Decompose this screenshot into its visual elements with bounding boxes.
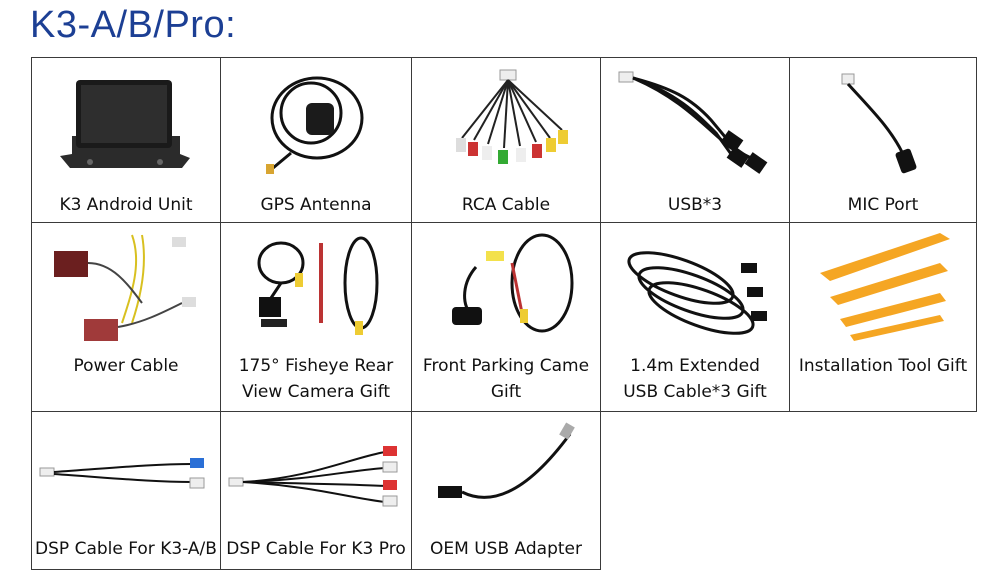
installation-tool-image <box>820 233 950 341</box>
caption-rear-camera: 175° Fisheye Rear View Camera Gift <box>238 356 394 402</box>
caption-k3-android-unit: K3 Android Unit <box>59 195 193 215</box>
usb-cable-image <box>618 71 768 174</box>
caption-oem-usb-adapter: OEM USB Adapter <box>430 539 582 559</box>
caption-power-cable: Power Cable <box>73 356 179 376</box>
caption-dsp-cable-k3pro: DSP Cable For K3 Pro <box>226 539 406 559</box>
page-title: K3-A/B/Pro: <box>30 4 237 46</box>
item-cell-usb-3: USB*3 <box>600 57 790 223</box>
caption-gps-antenna: GPS Antenna <box>260 195 372 215</box>
caption-dsp-cable-k3ab: DSP Cable For K3-A/B <box>35 539 217 559</box>
item-cell-power-cable: Power Cable <box>31 222 221 412</box>
caption-front-camera: Front Parking Came Gift <box>422 356 590 402</box>
oem-usb-adapter-image <box>438 422 575 499</box>
dsp-cable-k3ab-image <box>39 458 205 489</box>
item-cell-mic-port: MIC Port <box>789 57 977 223</box>
item-cell-extended-usb: 1.4m Extended USB Cable*3 Gift <box>600 222 790 412</box>
item-cell-front-camera: Front Parking Came Gift <box>411 222 601 412</box>
caption-rca-cable: RCA Cable <box>461 195 551 215</box>
item-cell-k3-android-unit: K3 Android Unit <box>31 57 221 223</box>
caption-mic-port: MIC Port <box>847 195 919 215</box>
item-cell-rca-cable: RCA Cable <box>411 57 601 223</box>
extended-usb-image <box>627 251 767 335</box>
power-cable-image <box>54 234 196 341</box>
rear-camera-image <box>257 236 379 335</box>
accessory-grid: K3 Android Unit GPS Antenna <box>31 57 977 570</box>
mic-port-image <box>841 73 917 174</box>
caption-installation-tool: Installation Tool Gift <box>798 356 968 376</box>
item-cell-dsp-cable-k3ab: DSP Cable For K3-A/B <box>31 411 221 570</box>
dsp-cable-k3pro-image <box>228 446 398 507</box>
item-cell-gps-antenna: GPS Antenna <box>220 57 412 223</box>
caption-usb-3: USB*3 <box>667 195 723 215</box>
android-unit-image <box>60 80 190 168</box>
gps-antenna-image <box>266 76 364 174</box>
item-cell-installation-tool: Installation Tool Gift <box>789 222 977 412</box>
item-cell-oem-usb-adapter: OEM USB Adapter <box>411 411 601 570</box>
front-camera-image <box>452 233 574 333</box>
item-cell-rear-camera: 175° Fisheye Rear View Camera Gift <box>220 222 412 412</box>
rca-cable-image <box>456 69 568 164</box>
caption-extended-usb: 1.4m Extended USB Cable*3 Gift <box>623 356 767 402</box>
item-cell-dsp-cable-k3pro: DSP Cable For K3 Pro <box>220 411 412 570</box>
